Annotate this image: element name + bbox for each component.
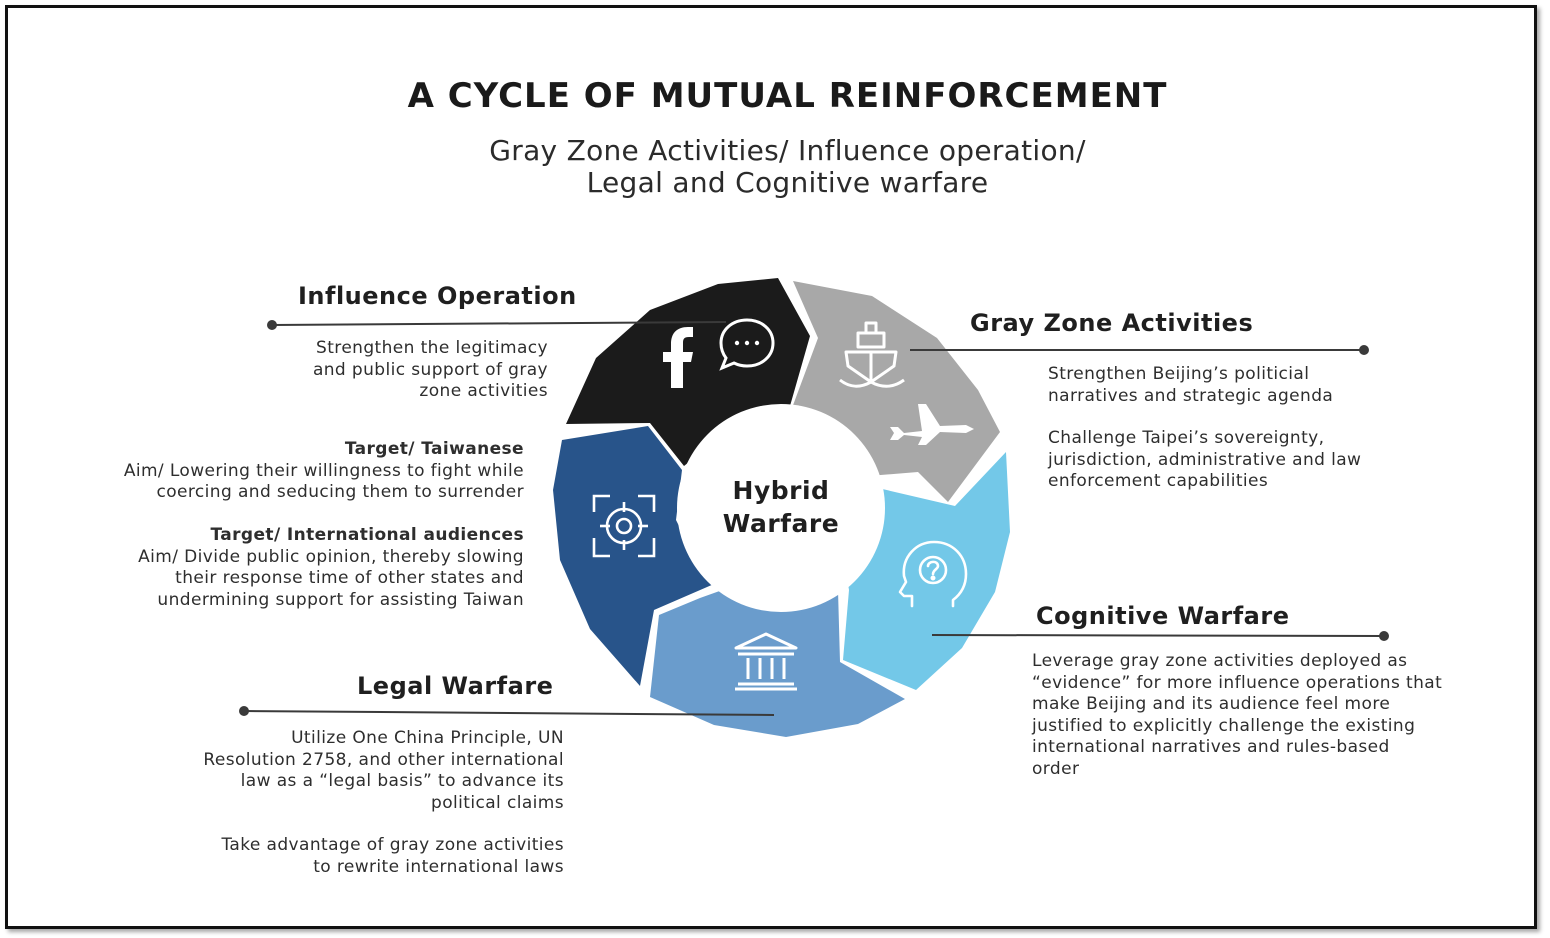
center-circle [677, 404, 885, 612]
gray-zone-paragraph-1: Strengthen Beijing’s politicial narrativ… [1048, 364, 1333, 407]
text-line: international narratives and rules-based [1032, 737, 1390, 757]
diagram-title: A CYCLE OF MUTUAL REINFORCEMENT [407, 76, 1168, 116]
influence-operation-description: Strengthen the legitimacy and public sup… [313, 338, 548, 403]
target-taiwanese-block: Target/ Taiwanese Aim/ Lowering their wi… [124, 439, 524, 504]
legal-warfare-paragraph-1: Utilize One China Principle, UN Resoluti… [203, 728, 564, 814]
target-international-label: Target/ International audiences [210, 525, 524, 545]
text-line: Leverage gray zone activities deployed a… [1032, 651, 1408, 671]
influence-operation-heading: Influence Operation [298, 282, 577, 310]
text-line: narratives and strategic agenda [1048, 385, 1334, 406]
text-line: jurisdiction, administrative and law [1048, 449, 1362, 470]
center-label-line-2: Warfare [722, 509, 840, 538]
ship-icon [839, 321, 905, 388]
text-line: zone activities [419, 381, 548, 401]
text-line: enforcement capabilities [1048, 471, 1269, 491]
text-line: Resolution 2758, and other international [203, 749, 564, 770]
text-line: Strengthen the legitimacy [316, 338, 548, 358]
text-line: and public support of gray [312, 359, 548, 380]
text-line: Challenge Taipei’s sovereignty, [1048, 428, 1325, 448]
crosshair-target-icon [592, 494, 656, 558]
chat-bubble-icon [719, 318, 775, 371]
text-line: make Beijing and its audience feel more [1032, 694, 1391, 714]
leader-dot-cognitive [1379, 631, 1389, 641]
image-frame [5, 5, 1537, 929]
text-line: Aim/ Divide public opinion, thereby slow… [138, 546, 524, 567]
segment-target [553, 426, 714, 686]
legal-warfare-paragraph-2: Take advantage of gray zone activities t… [221, 835, 564, 878]
text-line: law as a “legal basis” to advance its [240, 771, 564, 791]
center-label-line-1: Hybrid [732, 476, 830, 505]
leader-dot-legal [239, 706, 249, 716]
leader-dot-influence [267, 320, 277, 330]
text-line: Utilize One China Principle, UN [291, 728, 564, 748]
facebook-icon [663, 327, 693, 388]
text-line: political claims [431, 792, 564, 813]
target-international-block: Target/ International audiences Aim/ Div… [138, 525, 524, 611]
leader-line-legal [243, 710, 775, 716]
fighter-jet-icon [890, 404, 974, 445]
cognitive-warfare-description: Leverage gray zone activities deployed a… [1032, 651, 1442, 780]
segment-legal [650, 588, 905, 737]
text-line: undermining support for assisting Taiwan [157, 589, 524, 610]
gray-zone-heading: Gray Zone Activities [970, 309, 1254, 337]
leader-dot-gray-zone [1359, 345, 1369, 355]
gray-zone-paragraph-2: Challenge Taipei’s sovereignty, jurisdic… [1048, 428, 1361, 493]
text-line: “evidence” for more influence operations… [1032, 672, 1443, 693]
text-line: Aim/ Lowering their willingness to fight… [123, 460, 524, 481]
cognitive-warfare-heading: Cognitive Warfare [1036, 602, 1290, 630]
text-line: to rewrite international laws [313, 856, 564, 877]
target-taiwanese-label: Target/ Taiwanese [344, 439, 524, 459]
text-line: justified to explicitly challenge the ex… [1032, 715, 1416, 736]
text-line: their response time of other states and [175, 568, 524, 588]
text-line: Take advantage of gray zone activities [221, 835, 564, 855]
text-line: Strengthen Beijing’s politicial [1048, 364, 1310, 384]
text-line: order [1032, 758, 1080, 779]
leader-line-influence [271, 321, 727, 326]
text-line: coercing and seducing them to surrender [156, 482, 524, 502]
courthouse-icon [734, 632, 798, 691]
subtitle-line-2: Legal and Cognitive warfare [586, 166, 989, 199]
legal-warfare-heading: Legal Warfare [357, 672, 554, 700]
subtitle-line-1: Gray Zone Activities/ Influence operatio… [489, 134, 1086, 167]
leader-line-cognitive [931, 634, 1385, 637]
head-question-icon [898, 540, 968, 608]
